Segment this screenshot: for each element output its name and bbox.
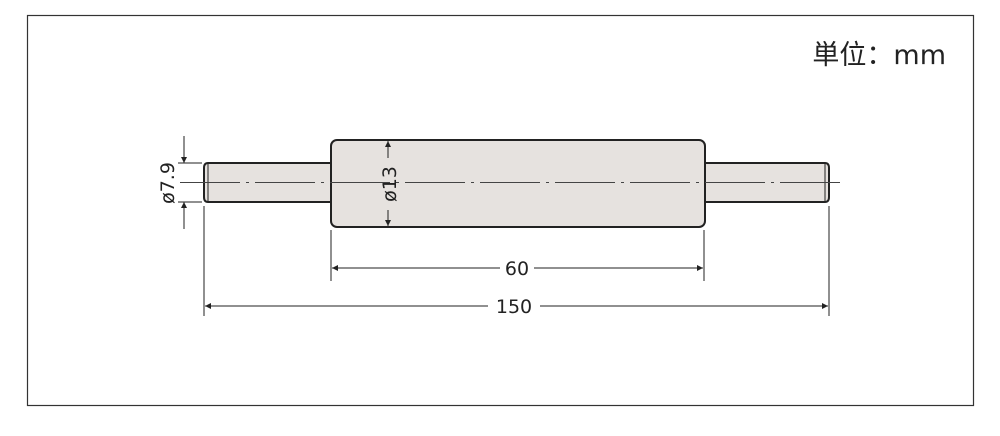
shaft-diameter-label: ø7.9 [157, 162, 179, 204]
total-length-dimension [203, 206, 830, 316]
shaft-diameter-dimension [178, 136, 202, 229]
body-length-dimension [330, 230, 705, 281]
total-length-label: 150 [496, 296, 532, 318]
drawing-frame [26, 14, 975, 407]
unit-label: 単位：mm [812, 40, 946, 71]
body-diameter-label: ø13 [379, 166, 401, 202]
body-length-label: 60 [505, 258, 529, 280]
roller-part [203, 139, 830, 228]
roller-body [330, 139, 706, 228]
